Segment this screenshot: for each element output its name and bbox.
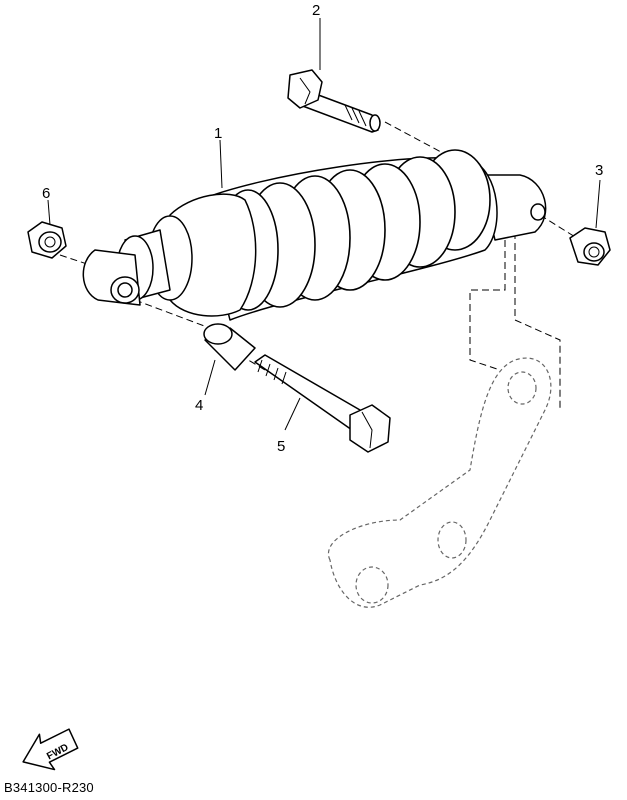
fwd-arrow-icon: FWD — [22, 728, 79, 771]
callout-2: 2 — [312, 2, 320, 19]
callout-1: 1 — [214, 125, 222, 142]
collar-part-4 — [203, 323, 256, 371]
bolt-part-5 — [254, 354, 391, 453]
callout-6: 6 — [42, 185, 50, 202]
diagram-code: B341300-R230 — [4, 780, 94, 795]
relay-arm-outline — [327, 357, 552, 608]
callout-3: 3 — [595, 162, 603, 179]
nut-part-3 — [569, 227, 611, 266]
nut-part-6 — [27, 221, 67, 259]
leader-lines — [47, 18, 601, 431]
callout-5: 5 — [277, 438, 285, 455]
rear-shock-absorber-part-1 — [82, 149, 547, 321]
callout-4: 4 — [195, 397, 203, 414]
bolt-part-2 — [287, 69, 381, 133]
